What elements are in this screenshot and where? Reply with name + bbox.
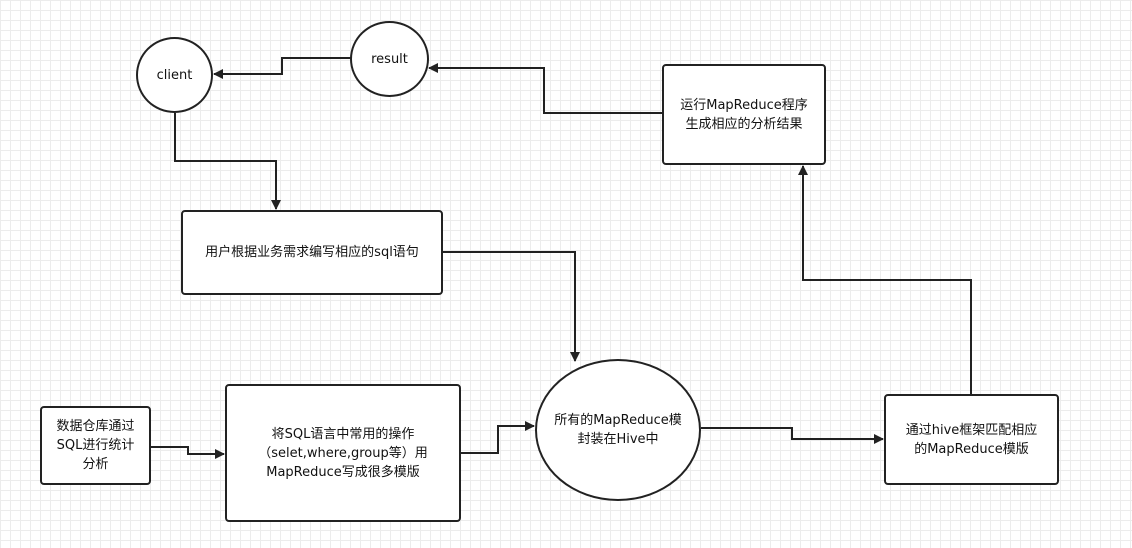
edge-client-to-user-sql [174,113,281,210]
edge-templates-to-hive [461,421,535,454]
edge-hive-match-to-run-mr [798,165,972,394]
run-mapreduce-label: 运行MapReduce程序 生成相应的分析结果 [680,97,808,132]
client-node[interactable]: client [136,37,213,113]
edge-result-to-client [213,57,351,79]
user-sql-node[interactable]: 用户根据业务需求编写相应的sql语句 [181,210,443,295]
run-mapreduce-node[interactable]: 运行MapReduce程序 生成相应的分析结果 [662,64,826,165]
user-sql-label: 用户根据业务需求编写相应的sql语句 [205,245,419,260]
hive-encapsulation-node[interactable]: 所有的MapReduce模 封装在Hive中 [535,359,701,501]
sql-templates-label: 将SQL语言中常用的操作 （selet,where,group等）用 MapRe… [258,426,428,480]
edge-warehouse-to-templates [151,446,225,459]
client-label: client [156,67,193,83]
edge-user-sql-to-hive [443,251,580,362]
hive-encapsulation-label: 所有的MapReduce模 封装在Hive中 [554,413,682,447]
data-warehouse-label: 数据仓库通过 SQL进行统计 分析 [56,419,135,472]
data-warehouse-node[interactable]: 数据仓库通过 SQL进行统计 分析 [40,406,151,485]
result-label: result [371,51,408,67]
result-node[interactable]: result [350,21,429,97]
edge-run-mr-to-result [428,63,662,114]
hive-match-node[interactable]: 通过hive框架匹配相应 的MapReduce模版 [884,394,1059,485]
edge-hive-to-hive-match [701,427,884,444]
hive-match-label: 通过hive框架匹配相应 的MapReduce模版 [905,422,1038,457]
sql-templates-node[interactable]: 将SQL语言中常用的操作 （selet,where,group等）用 MapRe… [225,384,461,522]
